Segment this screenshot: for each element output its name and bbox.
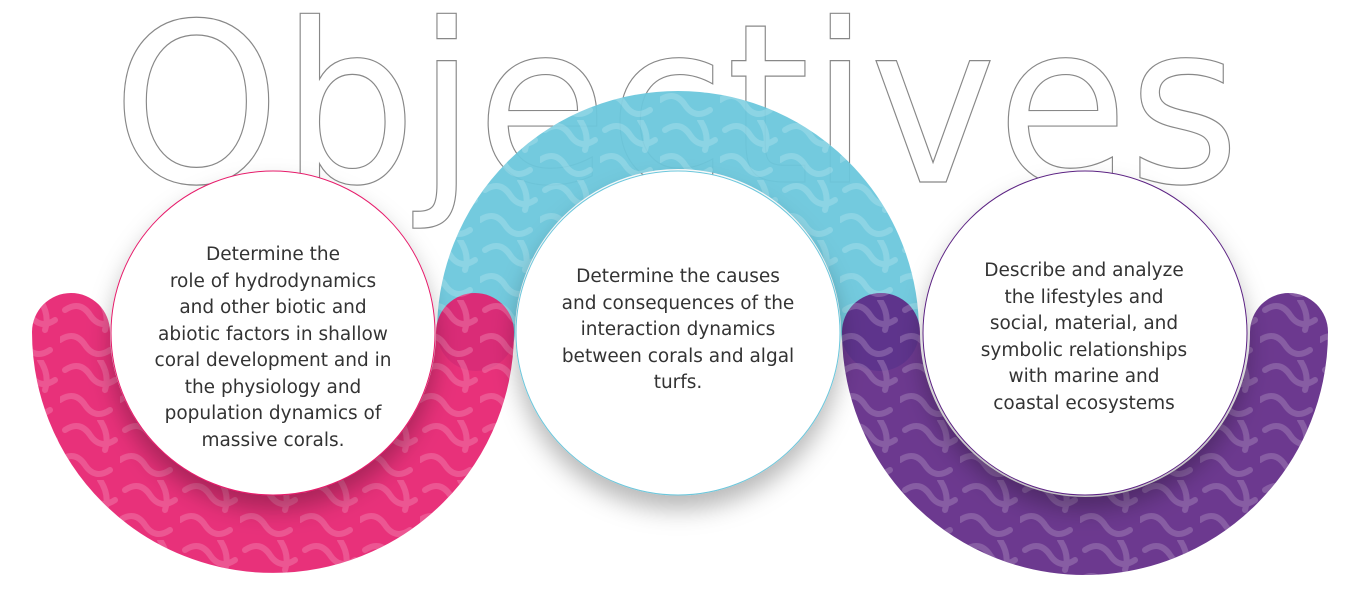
objective-1-text: Determine the role of hydrodynamics and …: [133, 242, 413, 454]
text-line: and other biotic and: [179, 297, 367, 318]
text-line: with marine and: [1008, 366, 1160, 387]
objective-circle-2: [515, 170, 841, 496]
text-line: interaction dynamics: [580, 319, 776, 340]
text-line: turfs.: [653, 372, 703, 393]
text-line: social, material, and: [989, 313, 1179, 334]
text-line: abiotic factors in shallow: [158, 323, 388, 345]
text-line: coral development and in: [154, 350, 392, 371]
text-line: Describe and analyze: [984, 260, 1184, 281]
text-line: the lifestyles and: [1004, 286, 1164, 308]
text-line: the physiology and: [184, 376, 362, 398]
text-line: Determine the causes: [576, 266, 780, 287]
text-line: symbolic relationships: [980, 339, 1188, 361]
objective-circle-1: [110, 170, 436, 496]
text-line: between corals and algal: [561, 345, 795, 367]
text-line: role of hydrodynamics: [169, 270, 377, 292]
cyan-arc: [437, 91, 919, 371]
purple-arc: [842, 293, 1328, 575]
text-line: massive corals.: [201, 429, 345, 451]
text-line: coastal ecosystems: [993, 392, 1175, 414]
text-line: Determine the: [205, 244, 341, 265]
pink-arc: [32, 293, 514, 573]
objective-circle-3: [922, 170, 1248, 496]
objective-3-text: Describe and analyze the lifestyles and …: [944, 258, 1224, 417]
text-line: population dynamics of: [164, 403, 382, 424]
text-line: and consequences of the: [561, 292, 795, 314]
objective-2-text: Determine the causes and consequences of…: [538, 264, 818, 397]
